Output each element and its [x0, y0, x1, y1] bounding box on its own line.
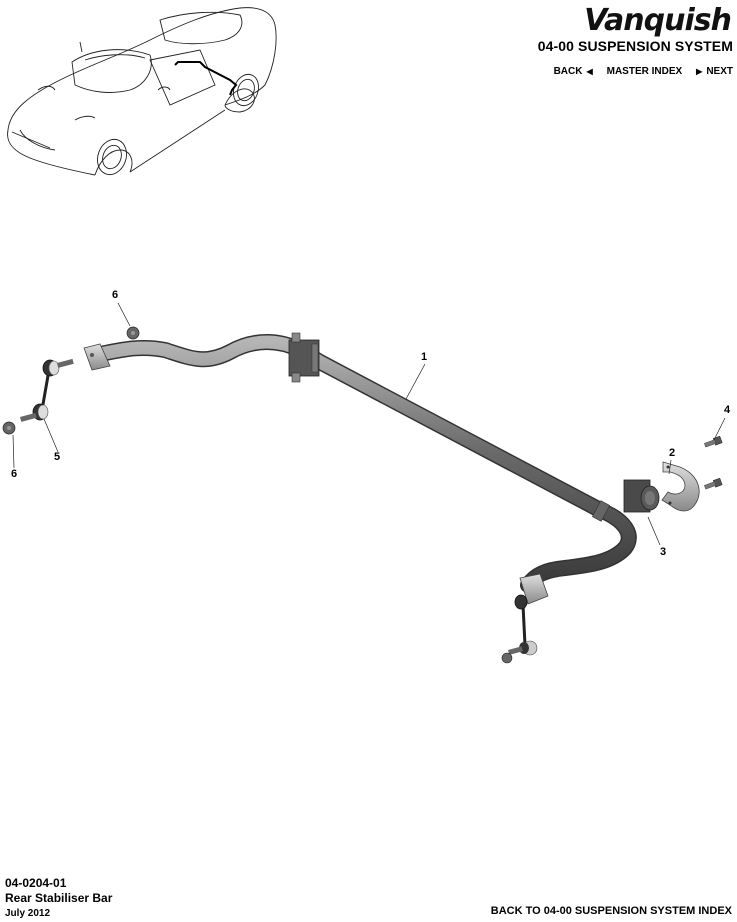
stabiliser-bar: [83, 334, 637, 605]
triangle-right-icon: ▶: [696, 67, 703, 76]
callout-6-lower[interactable]: 6: [11, 468, 18, 480]
svg-text:Vanquish: Vanquish: [584, 3, 731, 38]
bolts: [704, 435, 723, 490]
right-drop-link: [501, 594, 538, 664]
leader-lines: [12, 302, 726, 546]
footer-info: 04-0204-01 Rear Stabiliser Bar July 2012: [5, 876, 112, 922]
back-label: BACK: [553, 66, 583, 77]
triangle-left-icon: ◀: [586, 67, 593, 76]
back-to-section-index-link[interactable]: BACK TO 04-00 SUSPENSION SYSTEM INDEX: [490, 905, 732, 917]
callout-3[interactable]: 3: [660, 546, 667, 558]
back-link[interactable]: BACK ◀: [554, 66, 593, 77]
navigation-bar: BACK ◀ MASTER INDEX ▶ NEXT: [554, 66, 733, 77]
nuts: [2, 326, 140, 435]
vanquish-logo: Vanquish: [584, 3, 732, 38]
section-title: 04-00 SUSPENSION SYSTEM: [537, 38, 733, 54]
clamp-part: [661, 461, 700, 512]
bush-part: [623, 479, 660, 513]
car-locator-illustration: [7, 7, 277, 176]
callout-1[interactable]: 1: [421, 351, 428, 363]
next-label: NEXT: [706, 66, 733, 77]
next-link[interactable]: ▶ NEXT: [696, 66, 733, 77]
publication-date: July 2012: [5, 908, 51, 919]
part-name: Rear Stabiliser Bar: [5, 891, 113, 905]
fitted-bush-clamp: [288, 332, 320, 383]
callout-6-upper[interactable]: 6: [112, 289, 119, 301]
master-index-label: MASTER INDEX: [606, 66, 683, 77]
callout-5[interactable]: 5: [54, 451, 61, 463]
left-drop-link: [20, 358, 74, 422]
rear-stabiliser-bar-diagram: [2, 302, 726, 664]
callout-2[interactable]: 2: [669, 447, 676, 459]
master-index-link[interactable]: MASTER INDEX: [607, 66, 683, 77]
callout-4[interactable]: 4: [724, 404, 731, 416]
part-code: 04-0204-01: [5, 876, 67, 890]
